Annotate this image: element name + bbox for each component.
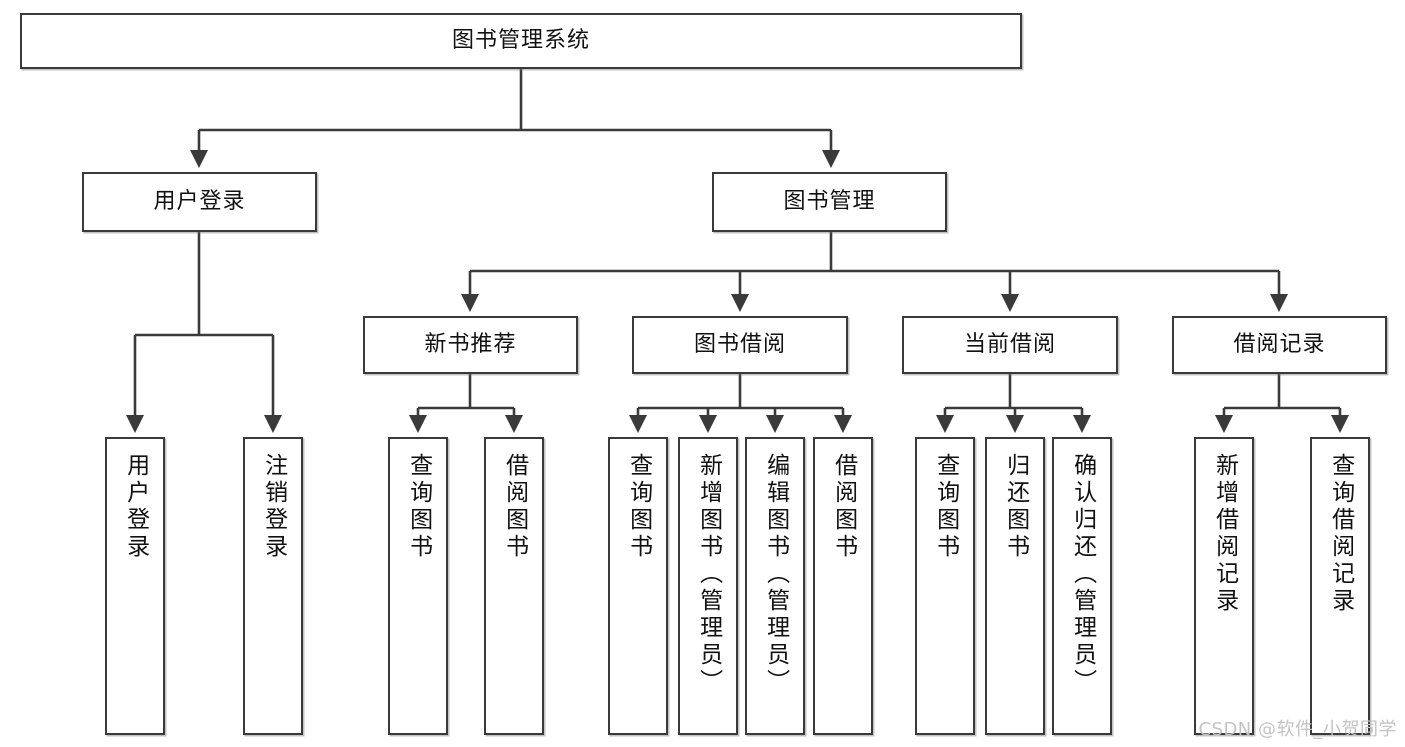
node-book-borrow[interactable]: 图书借阅 [632,316,848,374]
node-leaf-query-book-3[interactable]: 查询图书 [915,437,975,735]
node-new-book-rec[interactable]: 新书推荐 [363,316,578,374]
node-book-manage[interactable]: 图书管理 [712,172,947,232]
node-leaf-add-book[interactable]: 新增图书（管理员） [678,437,738,735]
node-leaf-query-book-1-label: 查询图书 [405,453,432,561]
node-book-manage-label: 图书管理 [783,189,876,215]
node-leaf-borrow-book-2-label: 借阅图书 [830,453,857,561]
node-root[interactable]: 图书管理系统 [20,13,1022,69]
node-new-book-rec-label: 新书推荐 [424,332,517,358]
node-leaf-confirm-return-label: 确认归还（管理员） [1069,453,1096,696]
node-leaf-query-record-label: 查询借阅记录 [1327,453,1354,615]
node-leaf-borrow-book-1[interactable]: 借阅图书 [484,437,544,735]
node-leaf-return-book[interactable]: 归还图书 [985,437,1045,735]
node-leaf-add-record-label: 新增借阅记录 [1211,453,1238,615]
node-user-login[interactable]: 用户登录 [82,172,317,232]
node-leaf-add-book-label: 新增图书（管理员） [695,453,722,696]
node-root-label: 图书管理系统 [451,28,590,54]
node-leaf-query-book-3-label: 查询图书 [932,453,959,561]
node-leaf-user-login-label: 用户登录 [122,453,149,561]
node-borrow-record[interactable]: 借阅记录 [1172,316,1387,374]
node-book-borrow-label: 图书借阅 [693,332,786,358]
node-leaf-query-book-2-label: 查询图书 [625,453,652,561]
node-leaf-borrow-book-1-label: 借阅图书 [501,453,528,561]
node-leaf-confirm-return[interactable]: 确认归还（管理员） [1052,437,1112,735]
node-leaf-query-record[interactable]: 查询借阅记录 [1310,437,1370,735]
node-leaf-query-book-1[interactable]: 查询图书 [388,437,448,735]
node-leaf-return-book-label: 归还图书 [1002,453,1029,561]
node-leaf-logout-login-label: 注销登录 [260,453,287,561]
node-current-borrow[interactable]: 当前借阅 [902,316,1118,374]
node-leaf-user-login[interactable]: 用户登录 [105,437,165,735]
node-leaf-borrow-book-2[interactable]: 借阅图书 [813,437,873,735]
node-leaf-query-book-2[interactable]: 查询图书 [608,437,668,735]
node-leaf-logout-login[interactable]: 注销登录 [243,437,303,735]
node-user-login-label: 用户登录 [153,189,246,215]
node-leaf-edit-book-label: 编辑图书（管理员） [762,453,789,696]
watermark-text: CSDN @软件_小贺同学 [1198,719,1397,740]
node-borrow-record-label: 借阅记录 [1233,332,1326,358]
node-leaf-add-record[interactable]: 新增借阅记录 [1194,437,1254,735]
node-leaf-edit-book[interactable]: 编辑图书（管理员） [745,437,805,735]
node-current-borrow-label: 当前借阅 [963,332,1056,358]
